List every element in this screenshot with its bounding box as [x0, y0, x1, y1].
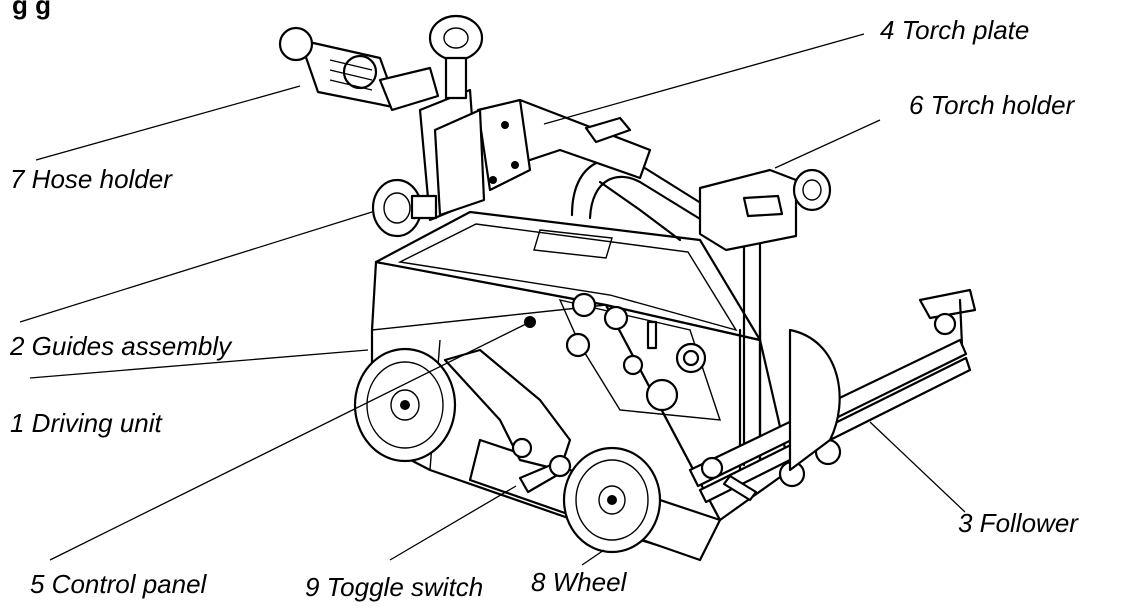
control-knobs	[524, 292, 707, 412]
driving-unit-end	[788, 328, 841, 472]
torch-plate-arm	[468, 98, 652, 192]
wheel-right	[562, 446, 662, 554]
leader-guides-assembly	[19, 211, 373, 323]
title-fragment: g g	[12, 0, 51, 20]
leader-wheel	[581, 549, 605, 566]
leader-driving-unit	[29, 349, 369, 379]
label-follower: 3 Follower	[958, 508, 1078, 538]
toggle-lever	[518, 454, 572, 494]
leader-control-panel	[49, 321, 531, 561]
wheel-guard	[443, 348, 572, 472]
hose-holder	[278, 26, 440, 112]
leader-torch-holder	[774, 119, 881, 169]
guides-column	[371, 14, 486, 238]
leader-hose-holder	[35, 85, 301, 161]
label-wheel: 8 Wheel	[531, 567, 627, 597]
label-guides-assembly: 2 Guides assembly	[10, 331, 232, 361]
leader-lines	[19, 33, 966, 566]
leader-follower	[869, 421, 966, 513]
front-wheel-left	[353, 347, 457, 463]
label-driving-unit: 1 Driving unit	[10, 408, 162, 438]
label-torch-plate: 4 Torch plate	[880, 15, 1030, 45]
label-hose-holder: 7 Hose holder	[10, 164, 172, 194]
leader-toggle-switch	[389, 485, 517, 561]
torch-holder	[698, 168, 832, 252]
label-control-panel: 5 Control panel	[30, 569, 207, 599]
leader-torch-plate	[543, 33, 865, 125]
label-torch-holder: 6 Torch holder	[909, 90, 1075, 120]
label-toggle-switch: 9 Toggle switch	[305, 572, 484, 602]
